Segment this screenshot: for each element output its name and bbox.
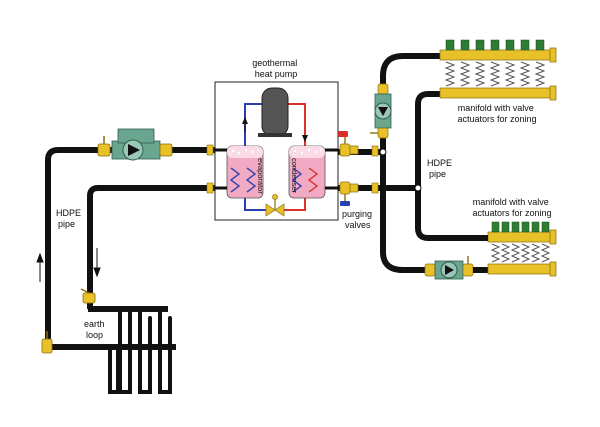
fitting (206, 182, 214, 194)
manifold-bottom-label: manifold with valve actuators for zoning (472, 197, 551, 218)
condenser-label: condenser (290, 158, 299, 194)
compressor-icon (258, 87, 292, 137)
manifold-top (439, 39, 557, 101)
earth-loop (108, 308, 172, 394)
fitting (206, 144, 214, 156)
tee-fitting (414, 184, 422, 192)
purging-valve (339, 181, 359, 206)
flow-arrow-icon (302, 135, 308, 142)
manifold-bottom (487, 221, 557, 277)
purging-valve (338, 131, 359, 157)
fitting (371, 182, 379, 194)
circulator-pump-left (97, 128, 173, 161)
tee-fitting (379, 148, 387, 156)
heat-pump-label: geothermal heat pump (252, 58, 300, 79)
expansion-valve-icon (265, 194, 285, 217)
hdpe-pipe-right-label: HDPE pipe (427, 158, 455, 179)
hdpe-pipe-right (338, 53, 440, 273)
hdpe-pipe-left (45, 147, 215, 347)
evaporator (226, 145, 264, 199)
ball-valve-icon (41, 288, 96, 354)
flow-arrow-icon (242, 117, 248, 124)
earth-loop-supply-header (88, 306, 168, 312)
earth-loop-label: earth loop (84, 319, 107, 340)
circulator-pump-lower (424, 256, 488, 280)
earth-loop-return-header (50, 344, 176, 350)
condenser (288, 145, 326, 199)
purging-valves-label: purging valves (342, 209, 375, 230)
flow-arrow-icon (36, 248, 101, 282)
fitting (371, 145, 379, 157)
refrigerant-loop (244, 103, 306, 211)
evaporator-label: evaporator (256, 158, 265, 194)
manifold-top-label: manifold with valve actuators for zoning (457, 103, 536, 124)
circulator-pump-upper (370, 83, 392, 139)
hdpe-pipe-left-label: HDPE pipe (56, 208, 84, 229)
